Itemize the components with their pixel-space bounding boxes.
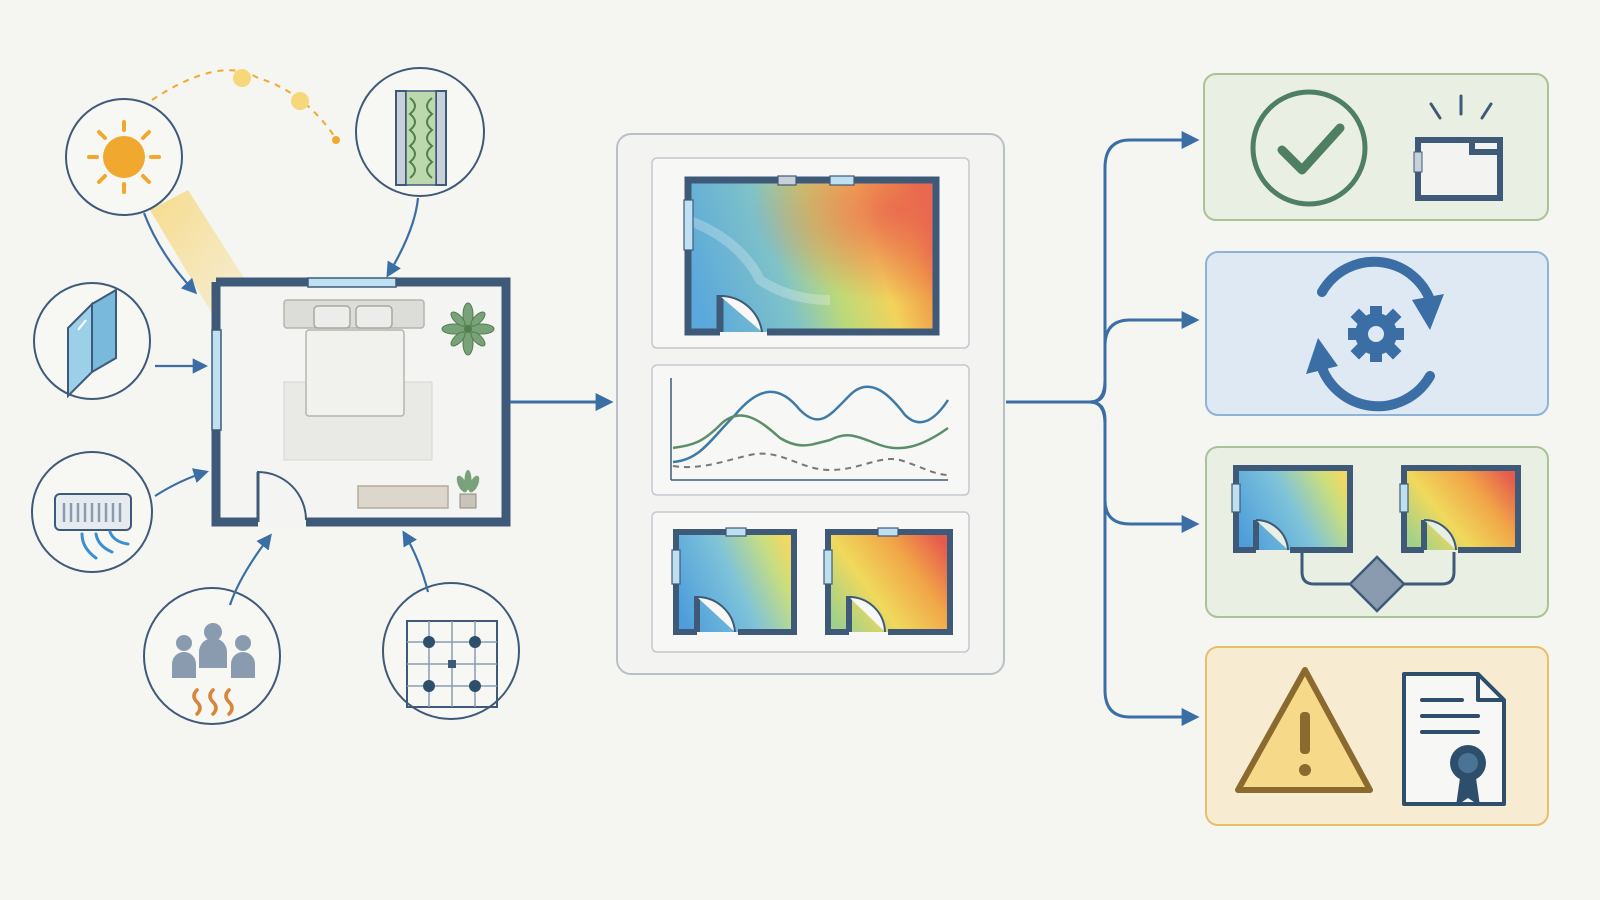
heatmap-warm — [823, 527, 953, 635]
input-hvac — [31, 451, 153, 573]
arrow-to-warning — [1089, 400, 1200, 726]
arrow-solar — [142, 212, 198, 295]
center-room — [211, 277, 511, 527]
outcome-connectors — [1006, 131, 1200, 726]
input-insulation — [355, 67, 485, 197]
series-line-blue — [672, 385, 950, 464]
simulation-panel — [616, 133, 1005, 675]
input-occupancy — [143, 587, 281, 725]
gear-cycle-icon — [1306, 256, 1444, 412]
input-sensors — [382, 582, 520, 720]
arrow-sensors — [402, 530, 430, 593]
input-arrows — [142, 197, 430, 606]
heatmap-cool-icon — [1231, 465, 1353, 553]
outcome-warning-card — [1205, 646, 1549, 826]
air-conditioner-icon — [54, 493, 132, 560]
arrow-to-optimize — [1089, 311, 1200, 404]
outcome-approved-card — [1203, 73, 1549, 221]
sun-icon — [87, 120, 161, 194]
room-heatmap-icon — [683, 175, 940, 336]
heatmap-comparison-icon — [671, 527, 953, 635]
wall-insulation-icon — [395, 90, 447, 186]
input-glazing — [33, 282, 151, 400]
decision-diamond-icon — [1300, 552, 1456, 613]
arrow-insulation — [386, 197, 420, 278]
sensor-grid-icon — [406, 620, 498, 708]
sun-path-dot — [332, 136, 340, 144]
outcome-optimize-card — [1205, 251, 1549, 416]
simulation-heatmap-section — [651, 157, 970, 349]
certificate-document-icon — [1402, 672, 1506, 806]
input-solar — [65, 98, 183, 216]
series-line-green — [672, 414, 949, 450]
arrow-hvac — [154, 468, 209, 497]
simulation-comparison-section — [651, 511, 970, 653]
temperature-line-chart-icon — [670, 378, 950, 481]
outcome-compare-card — [1205, 446, 1549, 618]
checkmark-circle-icon — [1250, 89, 1368, 207]
bedroom-floorplan-icon — [211, 277, 511, 527]
series-line-dashed — [672, 452, 949, 476]
sun-path-dot — [291, 92, 309, 110]
sun-path-dot — [233, 69, 251, 87]
simulation-timeseries-section — [651, 364, 970, 496]
arrow-occupancy — [228, 533, 272, 606]
potted-plant-icon — [456, 470, 480, 509]
plant-icon — [441, 302, 495, 356]
warning-triangle-icon — [1235, 667, 1373, 793]
sun-path-arc — [151, 69, 338, 141]
window-glazing-icon — [67, 288, 117, 399]
floorplan-outline-icon — [1413, 94, 1503, 201]
heatmap-cool — [671, 527, 797, 635]
people-heat-icon — [172, 623, 255, 716]
heatmap-warm-icon — [1399, 465, 1521, 553]
